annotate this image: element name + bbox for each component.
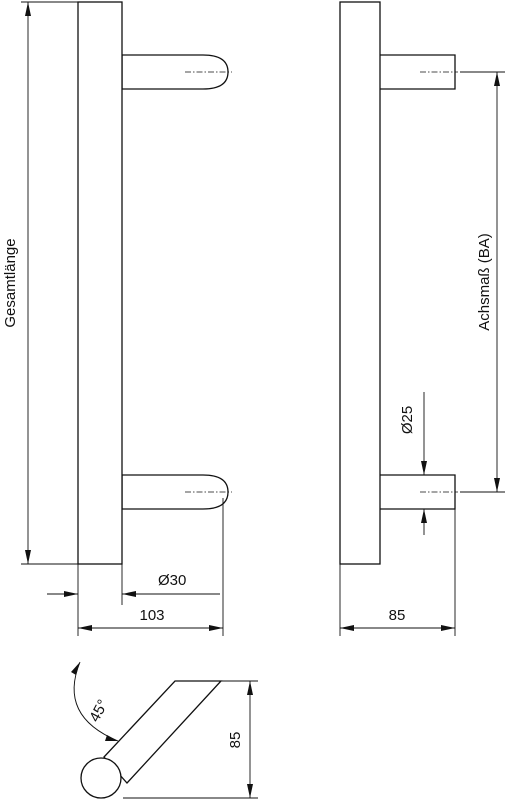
overall-length-label: Gesamtlänge (2, 238, 19, 327)
side-projection-dimension: 85 (339, 509, 456, 636)
bar-diameter-label: Ø30 (158, 572, 186, 589)
side-view: Achsmaß (BA) Ø25 85 (339, 1, 505, 636)
top-bar-section (80, 757, 122, 799)
top-height-dimension: 85 (123, 680, 258, 799)
center-distance-dimension: Achsmaß (BA) (460, 71, 505, 493)
front-view: Gesamtlänge Ø30 103 (2, 1, 232, 636)
bar-diameter-dimension: Ø30 (47, 564, 220, 605)
side-handle-bar (339, 1, 381, 565)
standoff-diameter-label: Ø25 (399, 406, 416, 434)
center-distance-label: Achsmaß (BA) (476, 233, 493, 331)
top-angled-standoff (103, 680, 223, 784)
front-projection-label: 103 (139, 607, 164, 624)
top-view: 45° 85 (71, 661, 258, 799)
front-projection-dimension: 103 (77, 498, 224, 636)
top-height-label: 85 (227, 732, 244, 749)
overall-length-dimension: Gesamtlänge (2, 1, 78, 565)
angle-dimension: 45° (71, 661, 119, 742)
side-projection-label: 85 (389, 607, 406, 624)
front-handle-bar (77, 1, 123, 565)
standoff-diameter-dimension: Ø25 (399, 392, 427, 535)
angle-label: 45° (86, 697, 112, 725)
